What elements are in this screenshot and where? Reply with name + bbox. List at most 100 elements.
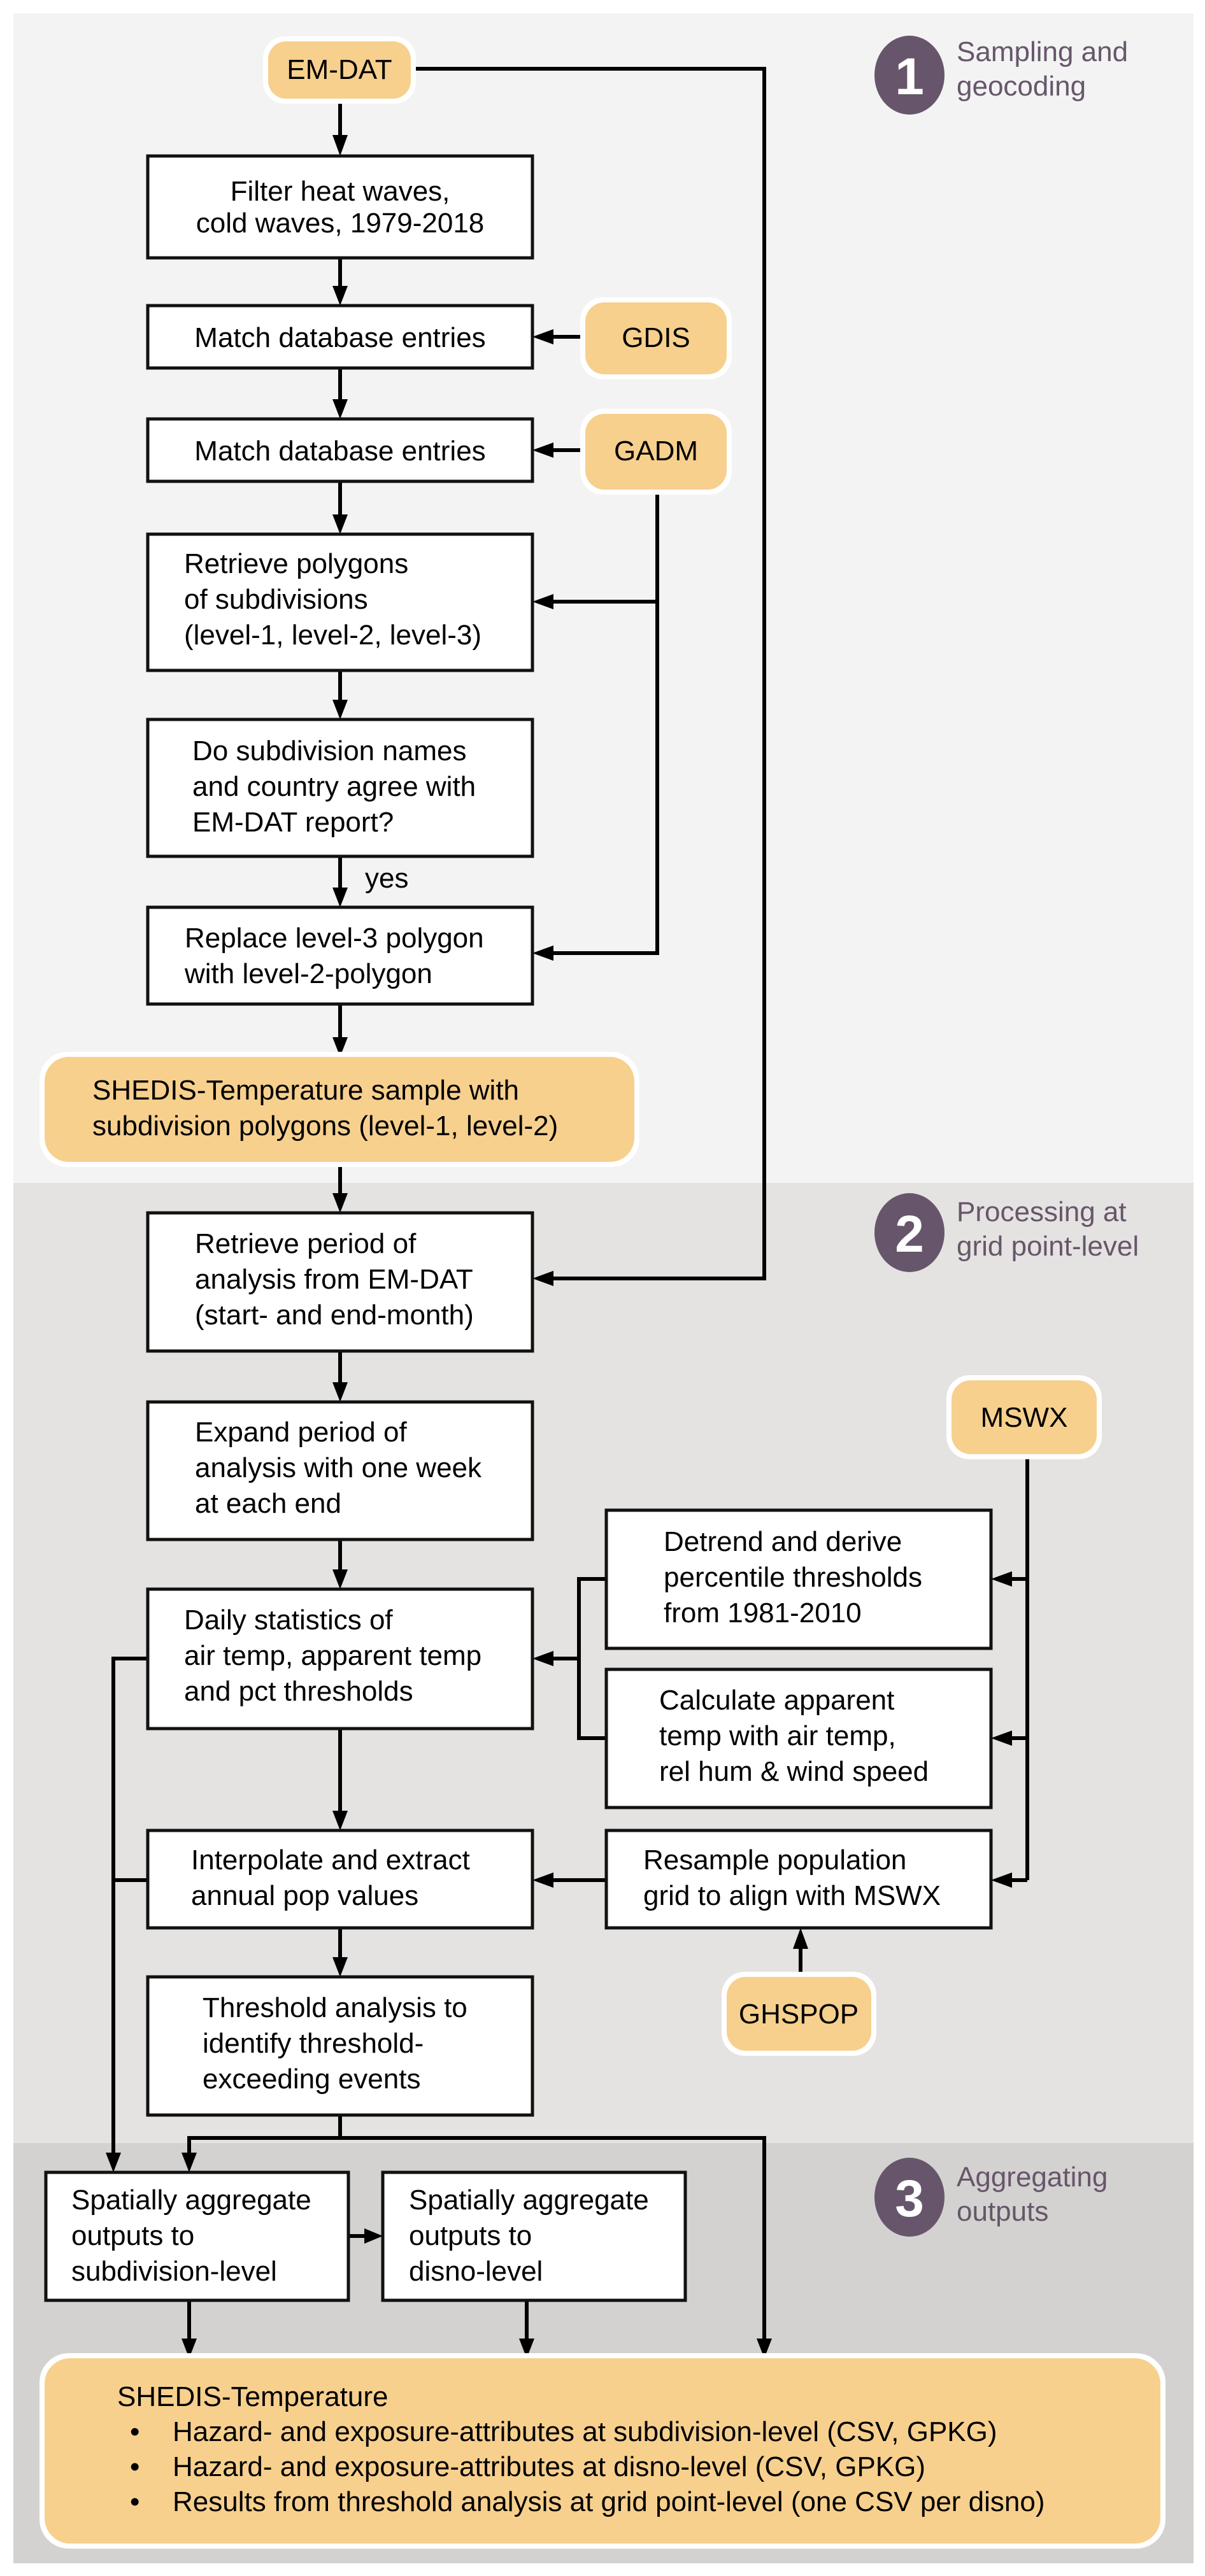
step-agg-disno-line-2: outputs to	[409, 2220, 532, 2251]
arrowhead-down	[332, 1193, 348, 1213]
step-filter-line-1: Filter heat waves,	[231, 176, 450, 207]
arrowhead-down	[106, 2153, 121, 2172]
arrowhead-left	[991, 1730, 1012, 1746]
source-emdat: EM-DAT	[263, 36, 416, 104]
step-agg-disno-line-1: Spatially aggregate	[409, 2184, 649, 2216]
step-check-names-line-2: and country agree with	[192, 771, 476, 802]
source-gdis-box	[585, 302, 727, 374]
step-match-gdis-line-1: Match database entries	[194, 322, 485, 353]
output-sample-line-2: subdivision polygons (level-1, level-2)	[92, 1110, 558, 1142]
source-gdis: GDIS	[580, 297, 732, 379]
step-retrieve-period-line-2: analysis from EM-DAT	[195, 1264, 473, 1295]
step-check-names-line-1: Do subdivision names	[192, 735, 466, 767]
stage-1-label-line-2: geocoding	[957, 71, 1086, 102]
step-expand-period-line-2: analysis with one week	[195, 1452, 482, 1483]
step-interpolate: Interpolate and extract annual pop value…	[146, 1829, 534, 1930]
final-output-bullet-3: •	[130, 2486, 139, 2517]
source-gadm: GADM	[580, 409, 732, 495]
arrowhead-left	[532, 329, 553, 344]
arrowhead-left	[991, 1571, 1012, 1587]
step-expand-period-line-1: Expand period of	[195, 1417, 407, 1448]
step-threshold-line-1: Threshold analysis to	[203, 1992, 467, 2023]
step-detrend: Detrend and derive percentile thresholds…	[604, 1508, 993, 1650]
final-output: SHEDIS-Temperature • Hazard- and exposur…	[39, 2353, 1166, 2549]
edge-gadm-polygons	[552, 492, 659, 955]
step-interpolate-line-1: Interpolate and extract	[191, 1844, 470, 1876]
step-match-gadm: Match database entries	[146, 417, 534, 483]
step-retrieve-period-line-1: Retrieve period of	[195, 1228, 417, 1259]
step-resample-line-1: Resample population	[643, 1844, 906, 1876]
stage-2-badge: 2 Processing at grid point-level	[874, 1193, 1139, 1272]
step-daily-stats-line-3: and pct thresholds	[184, 1676, 413, 1707]
step-replace-polygon-line-2: with level-2-polygon	[184, 958, 432, 989]
step-daily-stats: Daily statistics of air temp, apparent t…	[146, 1587, 534, 1730]
arrowhead-left	[532, 1872, 553, 1888]
step-filter: Filter heat waves, cold waves, 1979-2018	[146, 154, 534, 260]
source-ghspop: GHSPOP	[722, 1972, 876, 2056]
stage-3-badge: 3 Aggregating outputs	[874, 2158, 1108, 2237]
step-agg-disno-line-3: disno-level	[409, 2256, 543, 2287]
step-threshold-line-3: exceeding events	[203, 2063, 420, 2095]
stage-1-label-line-1: Sampling and	[957, 36, 1128, 67]
arrowhead-left	[532, 945, 553, 961]
stage-3-label-line-2: outputs	[957, 2196, 1048, 2227]
step-replace-polygon: Replace level-3 polygon with level-2-pol…	[146, 905, 534, 1006]
step-retrieve-period: Retrieve period of analysis from EM-DAT …	[146, 1211, 534, 1353]
step-detrend-line-2: percentile thresholds	[664, 1562, 922, 1593]
arrowhead-down	[519, 2339, 534, 2358]
step-daily-stats-line-2: air temp, apparent temp	[184, 1640, 481, 1671]
source-emdat-box	[268, 41, 411, 99]
source-gadm-label: GADM	[614, 435, 698, 467]
step-expand-period-line-3: at each end	[195, 1488, 341, 1519]
step-agg-subdivision: Spatially aggregate outputs to subdivisi…	[44, 2170, 350, 2302]
final-output-item-2: Hazard- and exposure-attributes at disno…	[173, 2451, 925, 2482]
step-check-names-line-3: EM-DAT report?	[192, 807, 394, 838]
output-sample: SHEDIS-Temperature sample with subdivisi…	[39, 1052, 639, 1167]
source-ghspop-box	[727, 1977, 871, 2051]
arrowhead-left	[991, 1872, 1012, 1888]
output-sample-box	[45, 1057, 634, 1162]
step-retrieve-period-line-3: (start- and end-month)	[195, 1299, 474, 1331]
step-threshold: Threshold analysis to identify threshold…	[146, 1975, 534, 2117]
arrowhead-down	[332, 1811, 348, 1830]
step-retrieve-polygons-line-2: of subdivisions	[184, 584, 368, 615]
final-output-item-1: Hazard- and exposure-attributes at subdi…	[173, 2416, 997, 2447]
source-mswx-label: MSWX	[981, 1402, 1068, 1433]
step-match-gadm-line-1: Match database entries	[194, 435, 485, 467]
arrowhead-down	[757, 2339, 772, 2358]
stage-3-number: 3	[895, 2170, 924, 2228]
source-gdis-label: GDIS	[622, 322, 690, 353]
connectors	[111, 67, 1029, 2340]
arrowhead-down	[332, 514, 348, 534]
stage-1-number: 1	[895, 48, 924, 106]
arrowhead-down	[332, 135, 348, 156]
arrowhead-left	[532, 1651, 553, 1666]
source-emdat-label: EM-DAT	[287, 54, 392, 85]
step-apparent-temp: Calculate apparent temp with air temp, r…	[604, 1667, 993, 1809]
step-resample: Resample population grid to align with M…	[604, 1829, 993, 1930]
source-mswx-box	[952, 1380, 1097, 1454]
arrowhead-down	[182, 2153, 197, 2172]
final-output-bullet-1: •	[130, 2416, 139, 2447]
source-gadm-box	[585, 414, 727, 490]
arrowhead-left	[532, 1271, 553, 1286]
final-output-bullet-2: •	[130, 2451, 139, 2482]
edge-threshold-split	[187, 2136, 766, 2340]
step-apparent-temp-line-2: temp with air temp,	[659, 1720, 896, 1752]
step-replace-polygon-line-1: Replace level-3 polygon	[185, 923, 484, 954]
stage-3-label-line-1: Aggregating	[957, 2162, 1108, 2193]
step-agg-subdivision-line-1: Spatially aggregate	[71, 2184, 311, 2216]
step-agg-disno: Spatially aggregate outputs to disno-lev…	[381, 2170, 687, 2302]
arrowheads	[106, 135, 1012, 2358]
arrowhead-down	[332, 286, 348, 306]
source-mswx: MSWX	[946, 1375, 1102, 1459]
stage-1-badge: 1 Sampling and geocoding	[874, 36, 1128, 115]
output-sample-line-1: SHEDIS-Temperature sample with	[92, 1075, 519, 1106]
step-retrieve-polygons-line-3: (level-1, level-2, level-3)	[184, 619, 481, 651]
step-resample-line-2: grid to align with MSWX	[643, 1880, 941, 1911]
step-retrieve-polygons-line-1: Retrieve polygons	[184, 548, 408, 579]
step-interpolate-line-2: annual pop values	[191, 1880, 418, 1911]
check-answer-label: yes	[365, 863, 408, 894]
arrowhead-down	[332, 1569, 348, 1589]
